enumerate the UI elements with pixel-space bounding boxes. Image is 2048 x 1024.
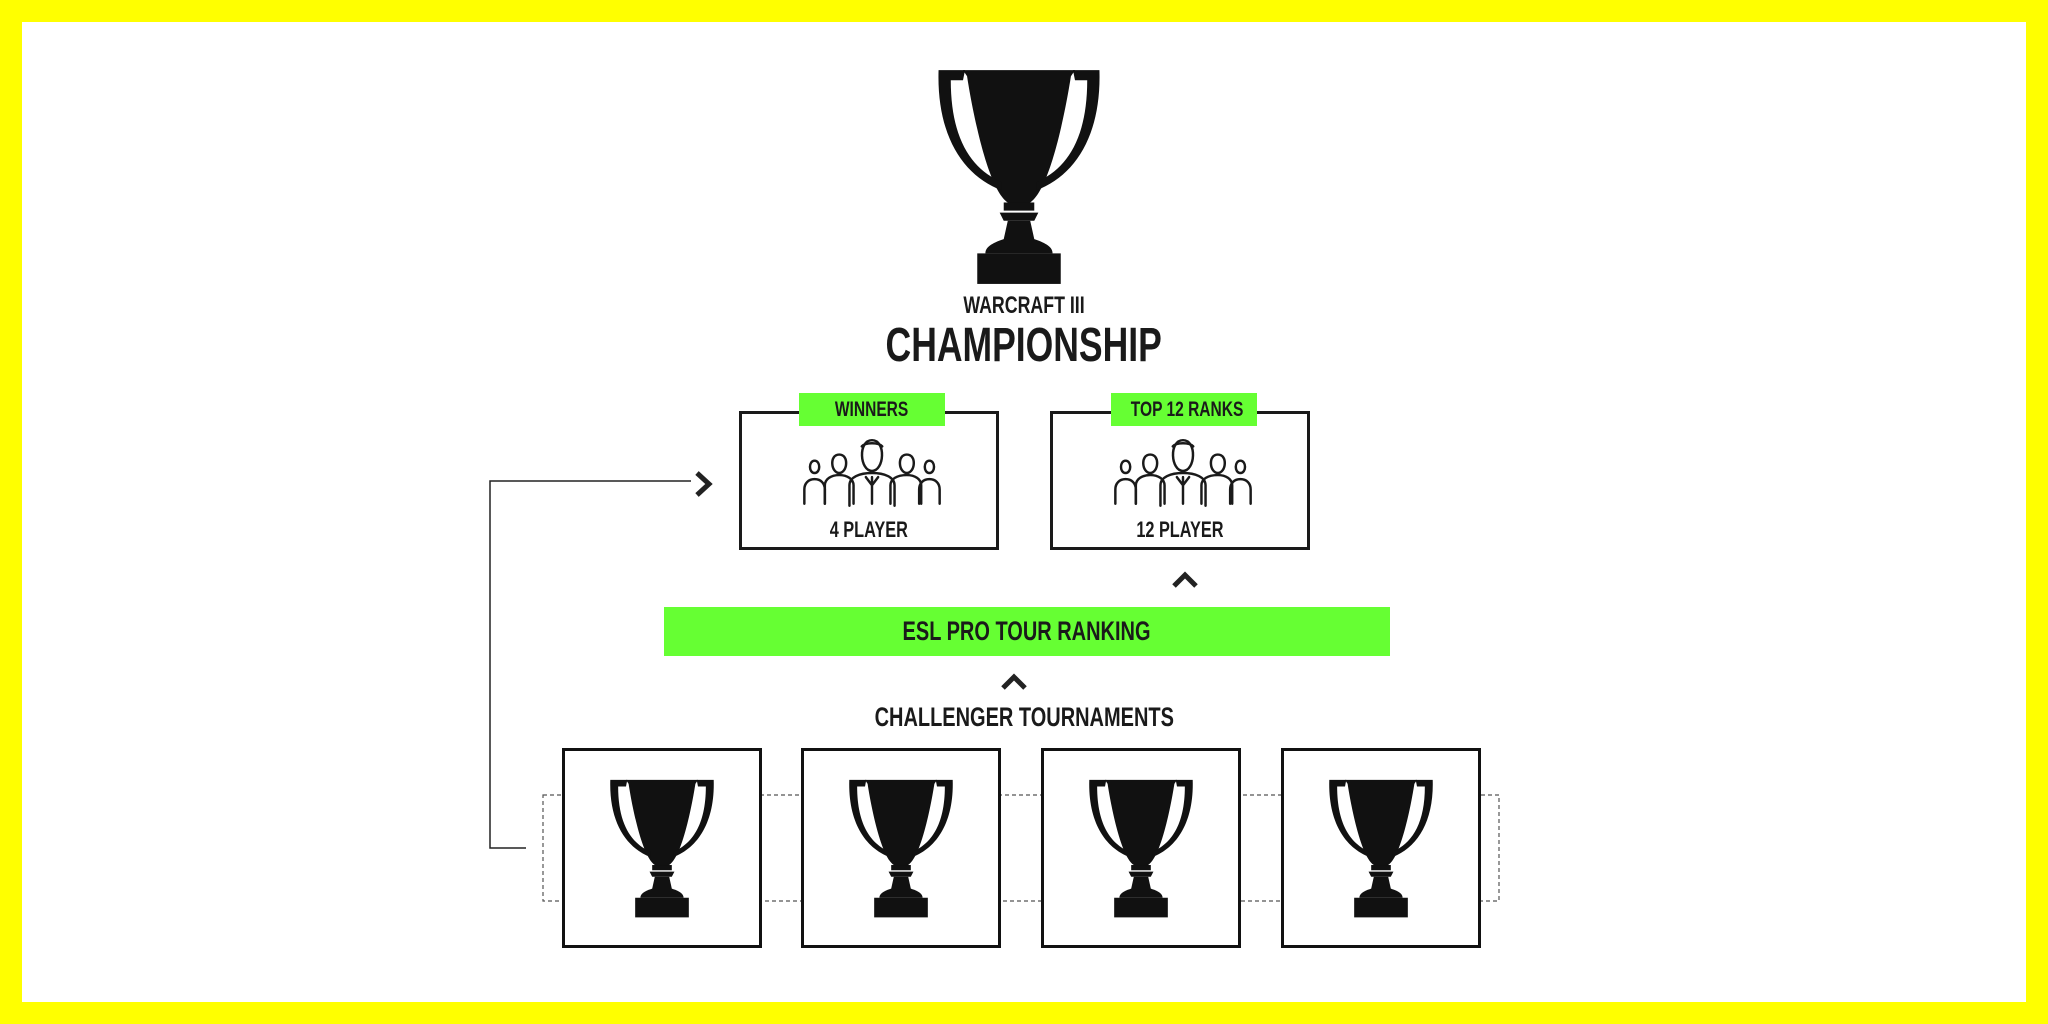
challenger-title: CHALLENGER TOURNAMENTS (874, 702, 1174, 732)
winners-tag: WINNERS (799, 393, 945, 426)
trophy-icon (1323, 776, 1439, 920)
championship-title: CHAMPIONSHIP (885, 319, 1163, 372)
players-group-icon (800, 432, 944, 514)
game-title: WARCRAFT III (963, 292, 1085, 319)
ranking-bar: ESL PRO TOUR RANKING (664, 607, 1390, 656)
winners-player-count: 4 PLAYER (829, 517, 909, 542)
championship-trophy-icon (932, 64, 1106, 288)
chevron-right-icon (693, 469, 713, 499)
chevron-up-icon (1170, 570, 1200, 590)
tournament-connector (542, 794, 1500, 902)
top-ranks-tag: TOP 12 RANKS (1111, 393, 1257, 426)
trophy-icon (843, 776, 959, 920)
top-ranks-player-count: 12 PLAYER (1136, 517, 1224, 542)
trophy-icon (1083, 776, 1199, 920)
ranking-label: ESL PRO TOUR RANKING (903, 616, 1151, 646)
chevron-up-icon (999, 672, 1029, 692)
trophy-icon (604, 776, 720, 920)
players-group-icon (1111, 432, 1255, 514)
connector-line (489, 480, 691, 849)
